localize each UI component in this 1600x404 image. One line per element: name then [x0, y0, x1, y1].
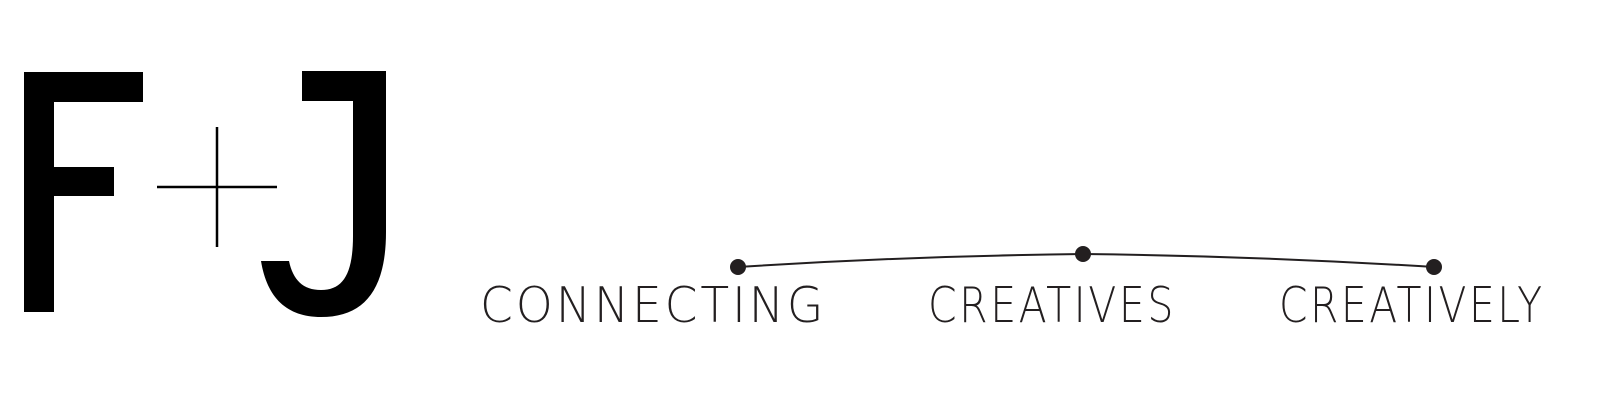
connector-arc-right — [1082, 253, 1435, 268]
tagline-word-creatively: CREATIVELY — [1279, 277, 1545, 334]
connector-dot-2 — [1075, 246, 1091, 262]
connector-dot-3 — [1426, 259, 1442, 275]
letter-f-mark — [24, 72, 143, 312]
connector-arc-left — [737, 253, 1084, 268]
plus-mark — [157, 127, 277, 247]
tagline-word-connecting: CONNECTING — [480, 277, 827, 334]
fj-monogram-logo — [24, 71, 386, 317]
connector-dot-1 — [730, 259, 746, 275]
letter-j-mark — [261, 71, 386, 317]
tagline-connector — [730, 246, 1442, 275]
tagline-word-creatives: CREATIVES — [928, 277, 1176, 334]
